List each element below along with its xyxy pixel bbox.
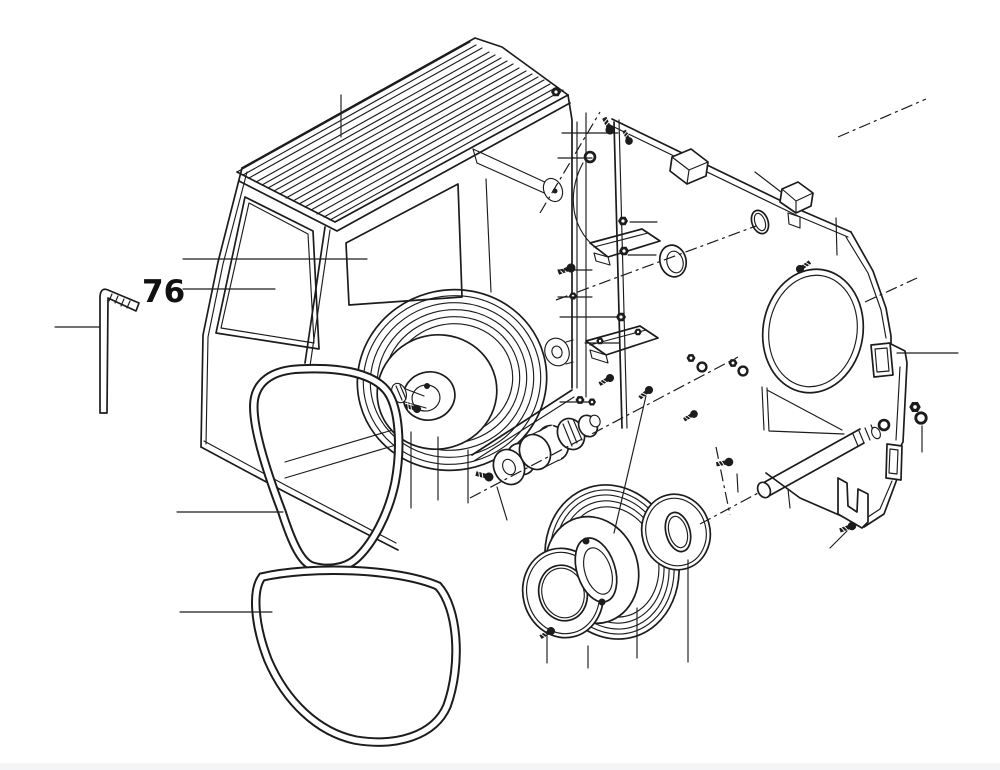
tension-rod [756, 424, 881, 499]
belt-guide-bracket-upper [589, 228, 661, 266]
bottom-strip [0, 763, 1000, 770]
lower-belt [251, 565, 461, 747]
edge-clip-mid [779, 181, 814, 229]
cover-ribs [236, 41, 564, 221]
cable-wire [572, 162, 598, 250]
leader-lines [54, 94, 959, 669]
belts [249, 363, 461, 747]
side-window [215, 196, 320, 350]
pulley-bore [574, 537, 618, 606]
housing-body [200, 94, 578, 551]
small-hole [750, 209, 770, 235]
label-recess [345, 183, 463, 306]
plate-notch [761, 386, 845, 435]
machine-housing [200, 37, 578, 551]
fastener-column [572, 112, 688, 398]
hex-key-tool [99, 288, 140, 414]
belt-guide-bracket-lower [585, 325, 659, 364]
ribbed-cover [236, 37, 571, 232]
clutch-assembly [492, 414, 601, 486]
callout-76: 76 [142, 274, 185, 310]
eyelet-boss [544, 337, 574, 367]
edge-clip-right [870, 342, 894, 378]
cup-washer [658, 244, 688, 278]
drive-pulley [356, 288, 548, 472]
edge-clip-upper [669, 148, 709, 185]
oval-opening [761, 268, 865, 394]
center-lines [469, 98, 927, 525]
flange-ring-right [640, 493, 712, 571]
guard-plate [609, 118, 908, 529]
edge-clip-lower [885, 443, 903, 481]
hook-bracket [837, 477, 869, 529]
pulley-face [376, 333, 498, 451]
lower-pulley-group [521, 484, 712, 640]
